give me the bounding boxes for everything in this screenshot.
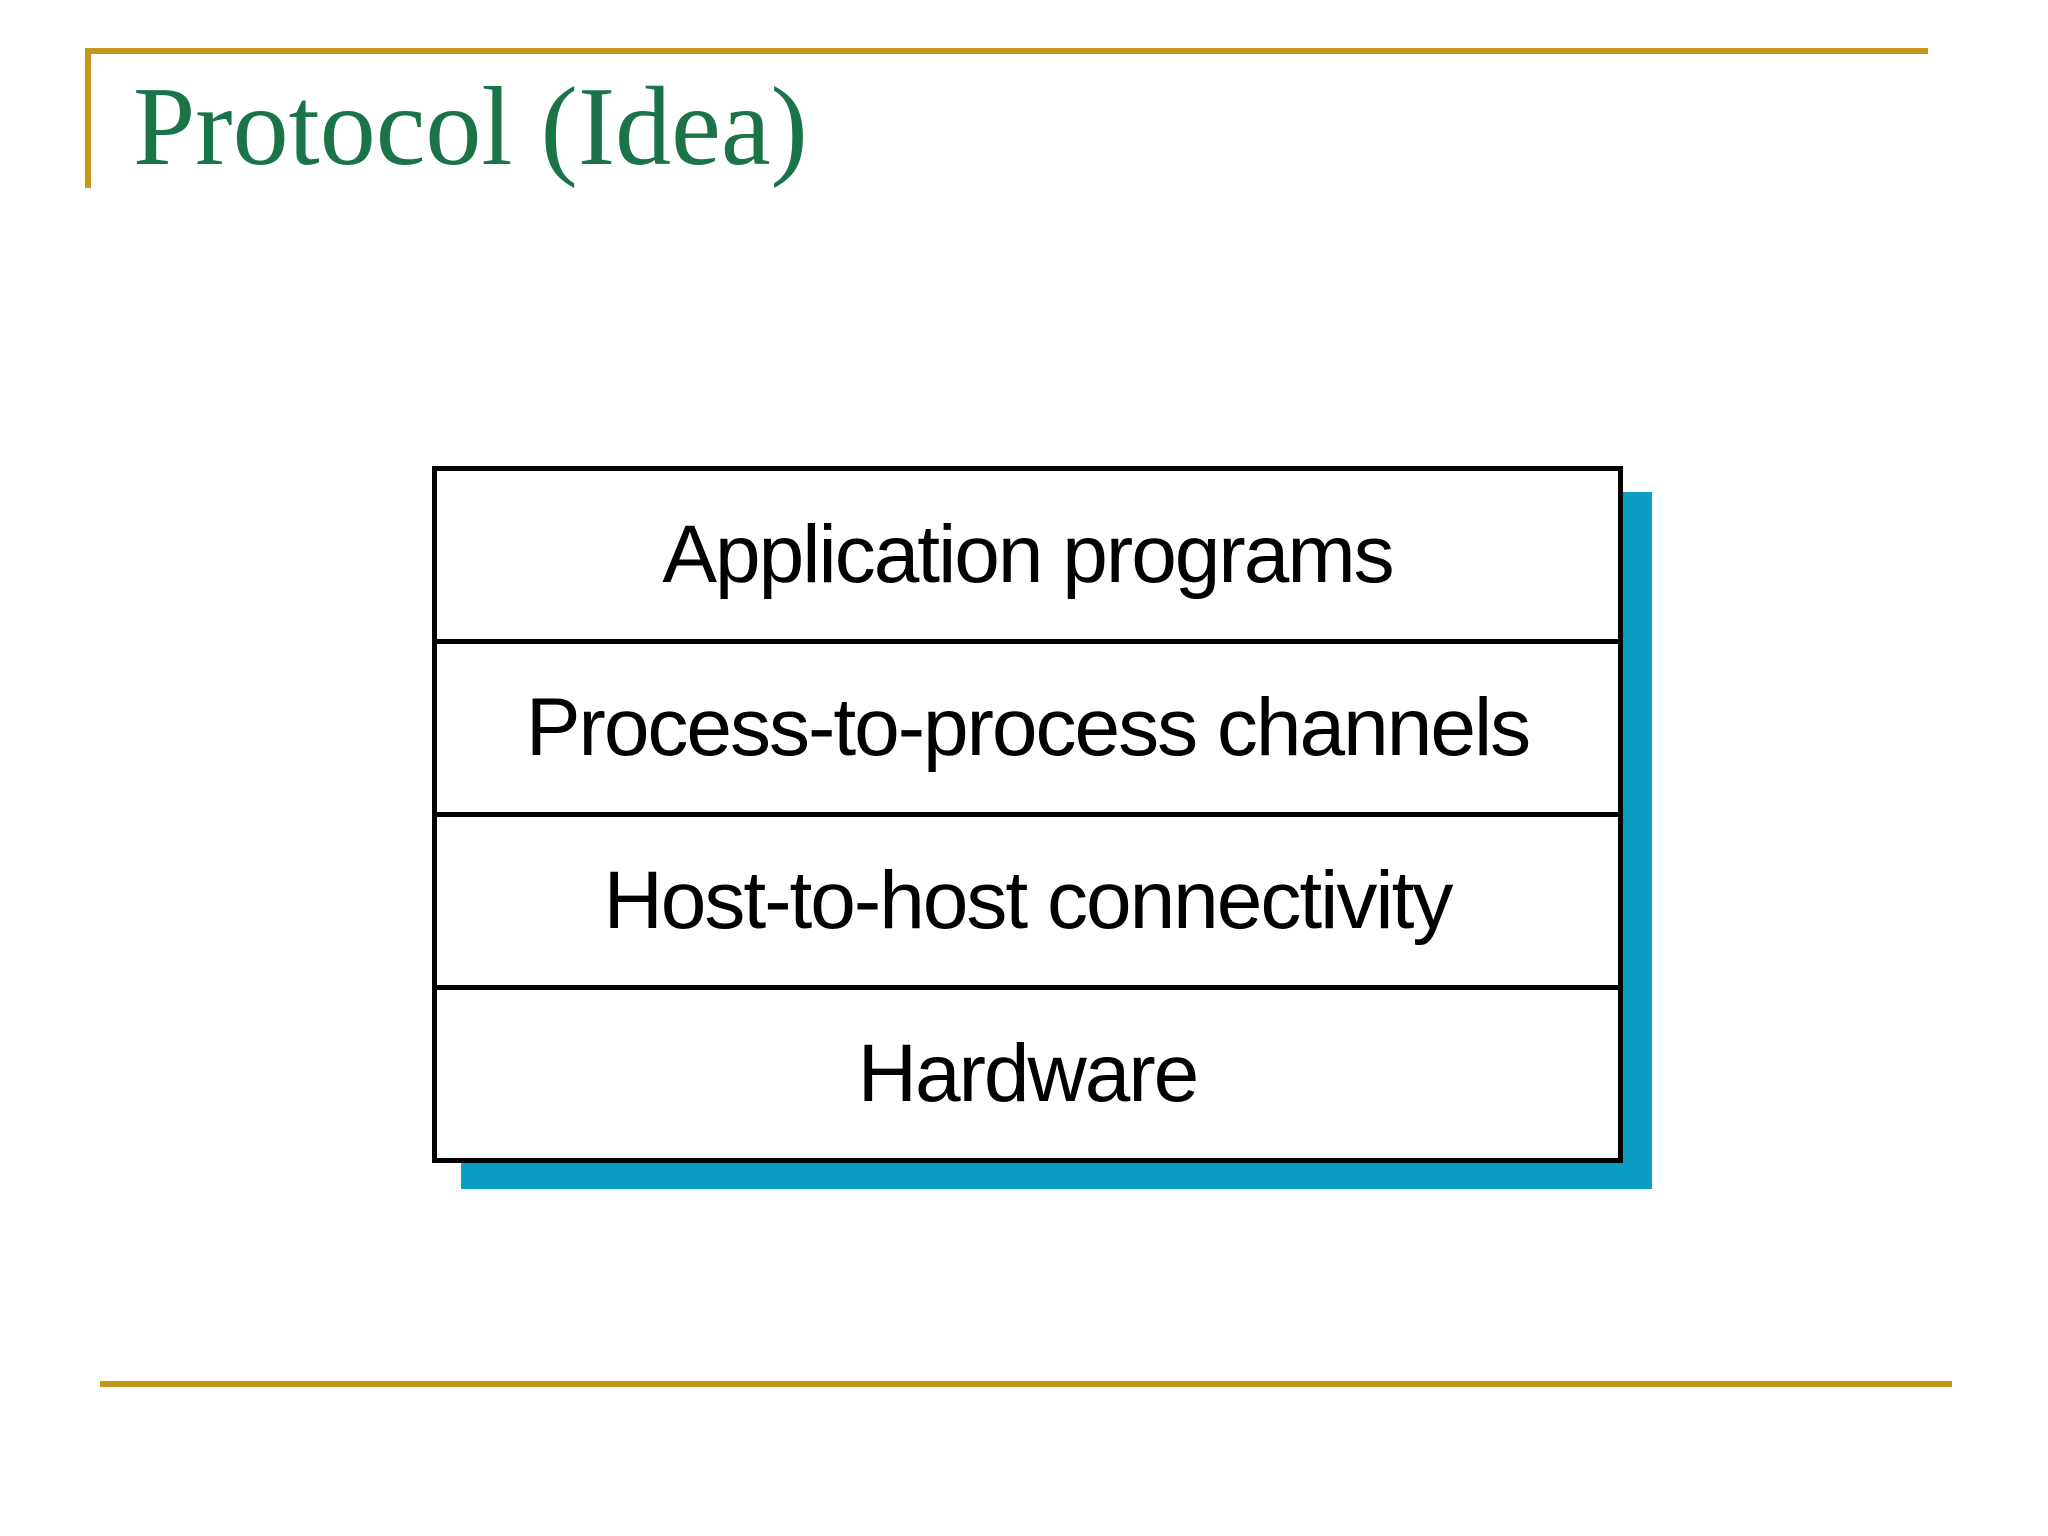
layer-hardware: Hardware xyxy=(437,985,1618,1158)
layer-label-process-to-process-channels: Process-to-process channels xyxy=(525,682,1531,773)
slide-title: Protocol (Idea) xyxy=(133,65,808,189)
top-accent-line xyxy=(85,48,1928,54)
layer-label-hardware: Hardware xyxy=(857,1028,1199,1119)
protocol-stack-diagram: Application programs Process-to-process … xyxy=(432,466,1623,1163)
layer-application-programs: Application programs xyxy=(437,471,1618,639)
layer-label-application-programs: Application programs xyxy=(662,509,1394,600)
layer-host-to-host-connectivity: Host-to-host connectivity xyxy=(437,812,1618,985)
bottom-accent-line xyxy=(100,1381,1952,1387)
title-accent-vertical-line xyxy=(85,48,91,188)
layer-process-to-process-channels: Process-to-process channels xyxy=(437,639,1618,812)
layer-label-host-to-host-connectivity: Host-to-host connectivity xyxy=(603,855,1454,946)
